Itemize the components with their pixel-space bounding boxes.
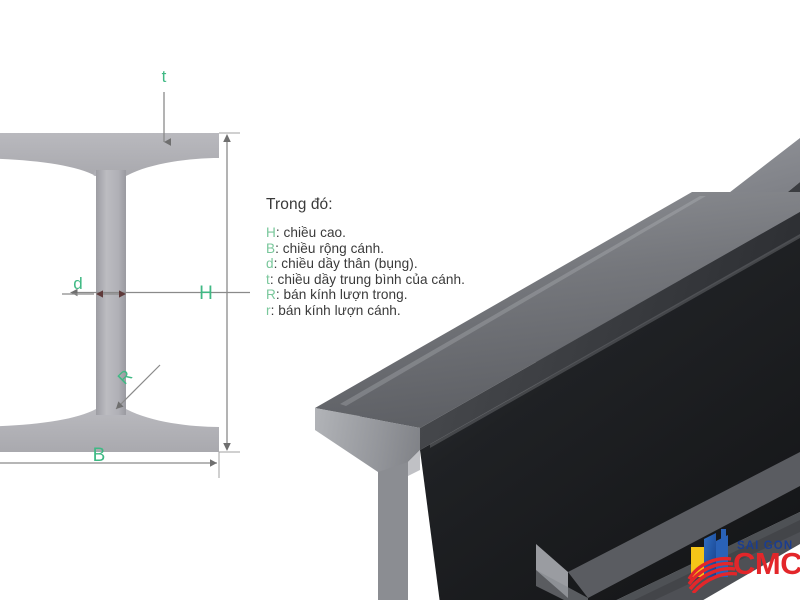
legend-text-d: : chiều dầy thân (bụng). bbox=[273, 256, 418, 272]
logo-building-icon bbox=[687, 529, 738, 595]
company-logo[interactable]: SAI GON CMC bbox=[683, 527, 800, 595]
legend-symbol-d: d bbox=[266, 256, 274, 272]
legend-text-H: : chiều cao. bbox=[275, 225, 346, 240]
legend-symbol-t: t bbox=[266, 271, 270, 287]
photo-highlights bbox=[340, 196, 800, 448]
legend-symbol-H: H bbox=[266, 225, 276, 240]
legend-symbol-R: R bbox=[266, 287, 276, 303]
label-web-thickness: d bbox=[73, 274, 82, 293]
label-flange-thickness: t bbox=[162, 67, 167, 86]
legend-heading: Trong đó: bbox=[266, 196, 333, 213]
legend-symbol-B: B bbox=[266, 240, 276, 256]
label-height: H bbox=[199, 283, 213, 304]
legend-symbol-r: r bbox=[266, 302, 271, 318]
logo-text-saigon: SAI GON bbox=[737, 540, 794, 552]
legend-item-d: d: chiều dầy thân (bụng). bbox=[266, 256, 506, 272]
i-beam-cross-section-diagram: t H d R B bbox=[0, 67, 250, 478]
legend-text-B: : chiều rộng cánh. bbox=[275, 240, 385, 256]
legend-text-t: : chiều dầy trung bình của cánh. bbox=[269, 271, 465, 287]
legend-item-r: r: bán kính lượn cánh. bbox=[266, 303, 506, 319]
legend-item-R: R: bán kính lượn trong. bbox=[266, 287, 506, 303]
logo-text-cmc: CMC bbox=[733, 546, 800, 581]
legend-text-r: : bán kính lượn cánh. bbox=[270, 302, 401, 318]
dimension-web-thickness: d bbox=[62, 274, 126, 298]
h-beam-steel-photo bbox=[315, 138, 800, 600]
label-width: B bbox=[93, 445, 106, 466]
legend-item-H: H: chiều cao. bbox=[266, 225, 506, 241]
legend-text-R: : bán kính lượn trong. bbox=[275, 287, 408, 303]
dimension-width: B bbox=[0, 445, 220, 478]
beam-back-bottom-flange bbox=[536, 452, 800, 600]
legend-item-t: t: chiều dầy trung bình của cánh. bbox=[266, 272, 506, 288]
legend-block: Trong đó: H: chiều cao. B: chiều rộng cá… bbox=[266, 196, 506, 319]
dimension-flange-thickness: t bbox=[162, 67, 171, 146]
legend-item-B: B: chiều rộng cánh. bbox=[266, 241, 506, 257]
